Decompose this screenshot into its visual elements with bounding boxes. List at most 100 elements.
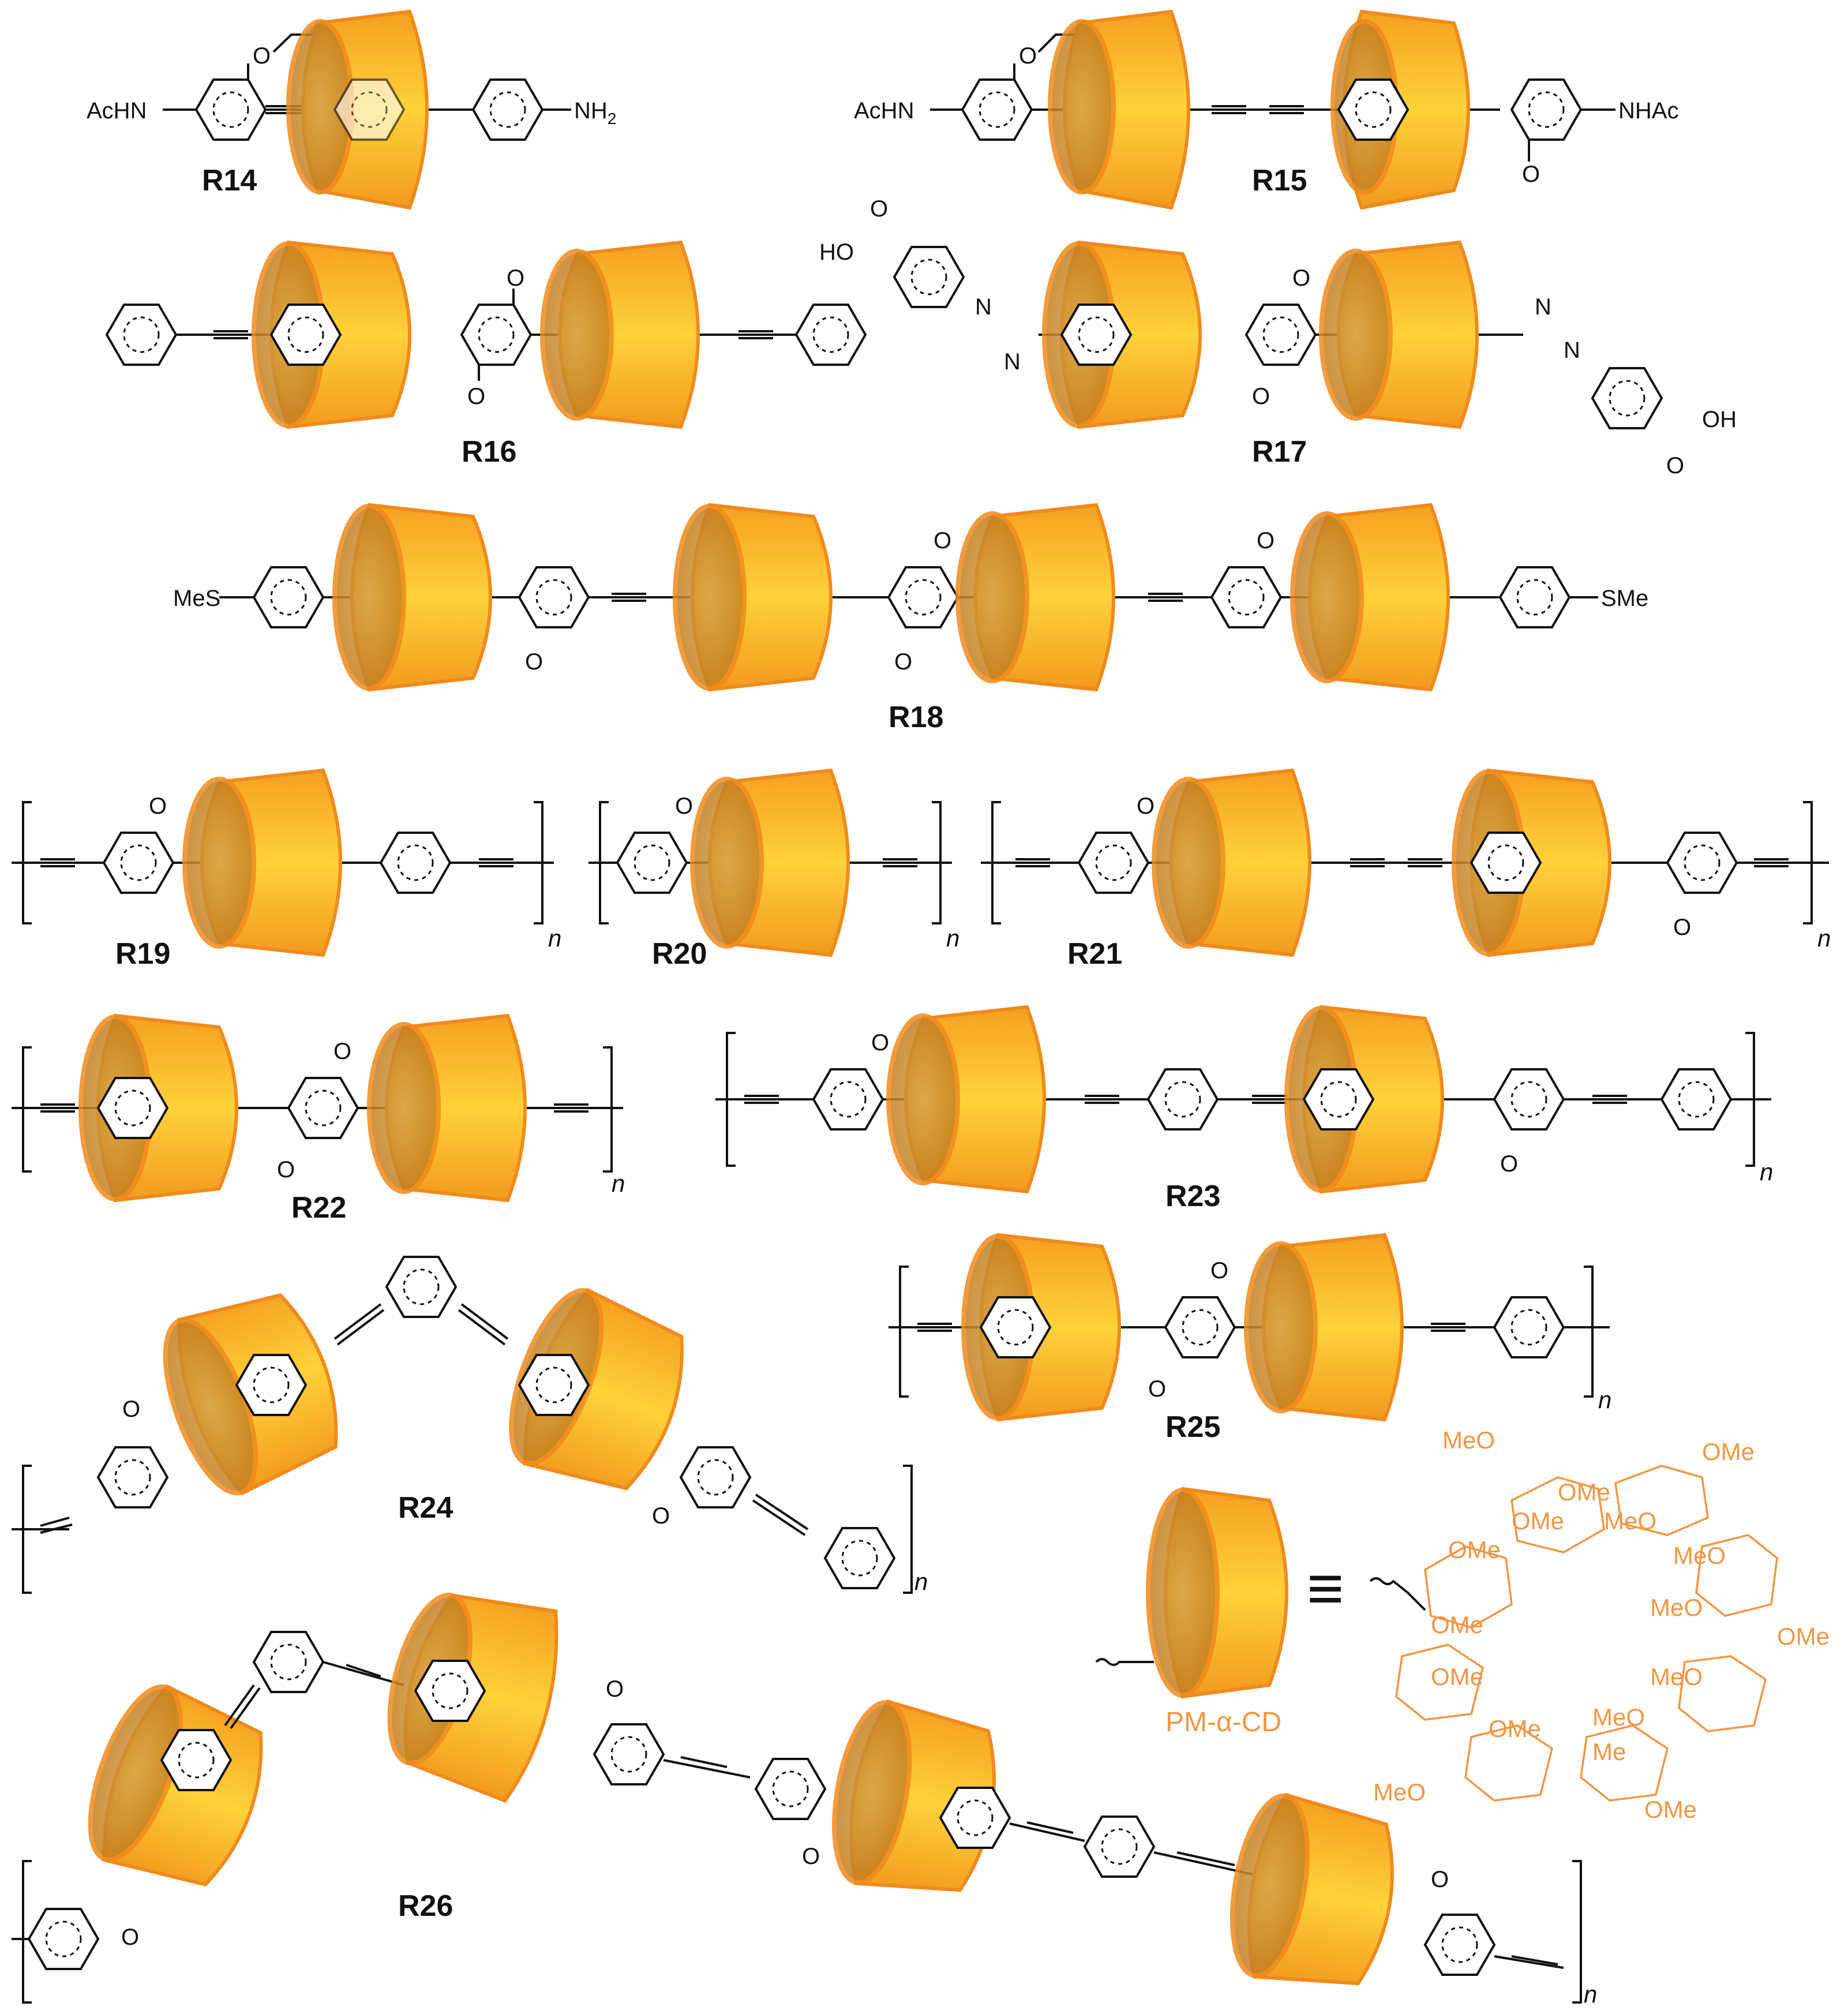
label-r21: R21	[1067, 937, 1122, 971]
label-r17: R17	[1252, 435, 1307, 469]
label-r26: R26	[398, 1889, 453, 1923]
phenyl-ring	[160, 1729, 233, 1791]
phenyl-ring	[287, 1077, 359, 1139]
phenyl-ring	[471, 78, 544, 141]
label-r20: R20	[652, 937, 707, 971]
phenyl-ring	[1077, 832, 1150, 894]
methoxy-label: MeO	[1673, 1542, 1726, 1569]
phenyl-ring	[1666, 832, 1738, 894]
structure-r19: O n R19	[12, 768, 561, 971]
methoxy-label: OMe	[1644, 1796, 1697, 1823]
methoxy-label: OMe	[1558, 1478, 1610, 1506]
oxygen-label: O	[894, 649, 912, 675]
cyclodextrin-ring	[88, 1684, 263, 1887]
structure-r15: AcHN O O	[854, 9, 1678, 210]
cyclodextrin-ring	[673, 503, 833, 692]
oxygen-label: O	[277, 1157, 295, 1182]
phenyl-ring	[333, 78, 406, 141]
oxygen-label: O	[675, 793, 693, 819]
phenyl-ring	[518, 566, 590, 628]
phenyl-ring	[823, 1527, 896, 1589]
repeat-unit-n: n	[1817, 924, 1831, 952]
oxygen-label: O	[871, 1030, 889, 1055]
phenyl-ring	[979, 1296, 1052, 1358]
cyclodextrin-ring	[182, 768, 342, 957]
oh-left-label: HO	[819, 239, 854, 265]
phenyl-ring	[102, 832, 175, 894]
phenyl-ring	[1423, 1914, 1496, 1976]
label-r24: R24	[398, 1491, 453, 1525]
phenyl-ring	[1493, 1296, 1565, 1358]
cyclodextrin-ring	[509, 1287, 684, 1491]
phenyl-ring	[252, 566, 325, 628]
cyclodextrin-ring	[886, 1005, 1046, 1194]
phenyl-ring	[754, 1758, 827, 1820]
structure-r18: MeS O O O	[173, 503, 1648, 734]
repeat-unit-n: n	[914, 1568, 928, 1595]
structure-r24: O O	[12, 1256, 928, 1595]
phenyl-ring	[1083, 1815, 1156, 1878]
methoxy-label: MeO	[1650, 1663, 1703, 1690]
label-r23: R23	[1165, 1180, 1220, 1213]
structure-r17: HO O N N O O N N	[819, 196, 1737, 478]
pm-alpha-cd-caption: PM-α-CD	[1165, 1707, 1281, 1738]
cyclodextrin-ring	[690, 768, 850, 957]
sugar-ring-drawing	[1395, 1465, 1778, 1802]
triazole-n-label: N	[1564, 338, 1580, 363]
label-r22: R22	[291, 1191, 346, 1225]
methoxy-label: OMe	[1512, 1507, 1564, 1534]
achn-label: AcHN	[854, 98, 914, 123]
nhac-label: NHAc	[1618, 98, 1678, 123]
triazole-n-label: N	[1004, 349, 1021, 375]
phenyl-ring	[1493, 1068, 1565, 1130]
phenyl-ring	[1245, 304, 1317, 366]
cyclodextrin-ring	[1152, 768, 1311, 957]
equivalence-symbol: ≡	[1307, 1553, 1344, 1624]
oxygen-label: O	[1292, 265, 1310, 291]
phenyl-ring	[1302, 1068, 1375, 1130]
phenyl-ring	[518, 1354, 590, 1416]
cyclodextrin-ring	[1048, 9, 1190, 210]
phenyl-ring	[616, 832, 688, 894]
phenyl-ring	[593, 1723, 665, 1785]
triazole-n-label: N	[1535, 294, 1551, 320]
phenyl-ring	[1164, 1296, 1236, 1358]
structure-r20: O n R20	[588, 768, 959, 971]
oxygen-label: O	[525, 649, 543, 675]
cyclodextrin-ring	[1244, 1233, 1404, 1422]
phenyl-ring	[235, 1354, 308, 1416]
cyclodextrin-ring	[1229, 1792, 1394, 1986]
oxygen-label: O	[333, 1039, 351, 1064]
phenyl-ring	[887, 566, 959, 628]
phenyl-ring	[96, 1446, 169, 1508]
phenyl-ring	[812, 1068, 884, 1130]
oxygen-label: O	[1673, 915, 1691, 940]
repeat-unit-n: n	[946, 924, 959, 952]
phenyl-ring	[379, 832, 452, 894]
oxygen-label: O	[934, 528, 951, 553]
oxygen-label: O	[606, 1676, 624, 1702]
oh-right-label: OH	[1702, 407, 1737, 432]
methoxy-label: MeO	[1442, 1427, 1495, 1454]
phenyl-ring	[939, 1787, 1011, 1849]
label-r14: R14	[202, 164, 257, 197]
phenyl-ring	[194, 78, 267, 141]
cyclodextrin-ring	[1319, 240, 1479, 429]
oxygen-label: O	[1148, 1376, 1166, 1402]
oxygen-label: O	[802, 1844, 820, 1869]
methyl-label: Me	[1592, 1738, 1626, 1765]
structure-r14: AcHN O NH2 R14	[87, 9, 616, 210]
phenyl-ring	[1210, 566, 1283, 628]
cyclodextrin-ring	[332, 503, 492, 692]
oxygen-label: O	[149, 793, 167, 819]
triazole-n-label: N	[975, 294, 992, 320]
phenyl-ring	[1498, 566, 1571, 628]
repeat-unit-n: n	[612, 1170, 625, 1197]
structure-r22: O O n R22	[12, 1013, 625, 1225]
oxygen-label: O	[1431, 1867, 1449, 1892]
repeat-unit-n: n	[1598, 1386, 1611, 1413]
phenyl-ring	[105, 304, 178, 366]
sme-left-label: MeS	[173, 586, 220, 611]
methoxy-label: OMe	[1702, 1438, 1755, 1465]
oxygen-label: O	[1257, 528, 1275, 553]
